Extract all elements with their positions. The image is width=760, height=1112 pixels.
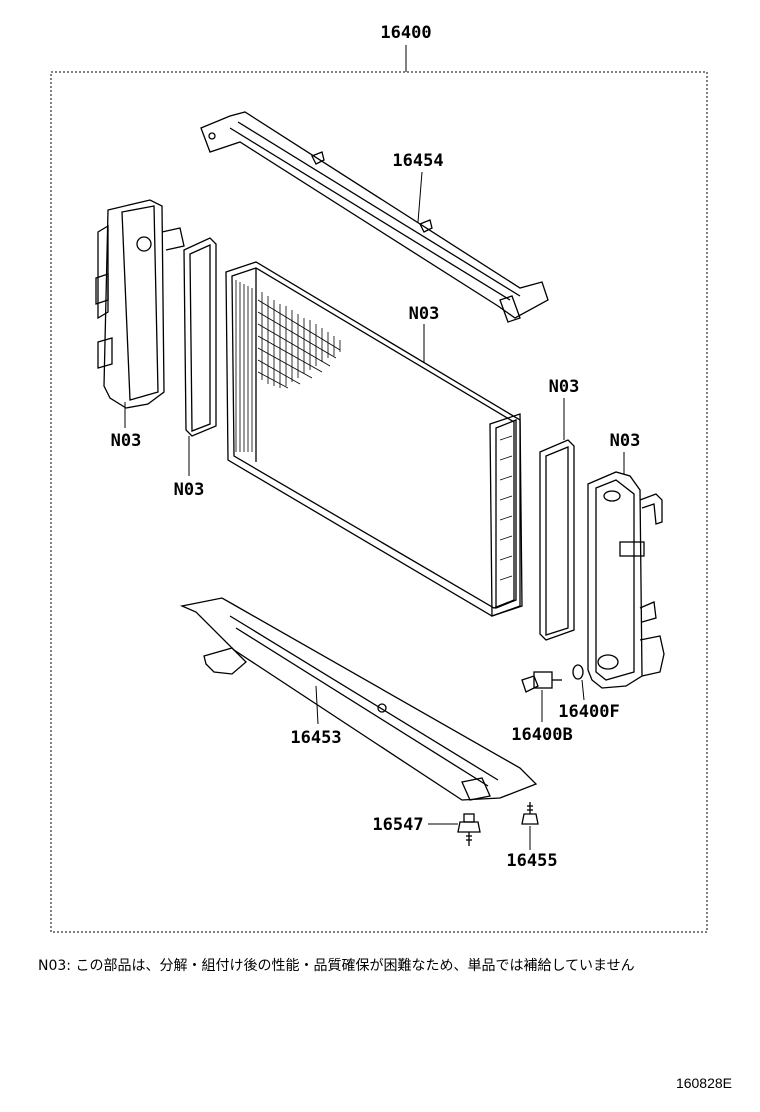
drain-cock-part: [521, 671, 562, 693]
drawing-code: 160828E: [675, 1075, 732, 1091]
label-16454: 16454: [392, 151, 443, 171]
lower-support-part: [179, 597, 538, 801]
left-gasket-part: [183, 237, 217, 437]
left-tank-part: [95, 199, 185, 409]
upper-support-part: [200, 111, 549, 323]
label-n03-core: N03: [409, 304, 440, 324]
label-n03-right-gasket: N03: [549, 377, 580, 397]
label-n03-right-tank: N03: [610, 431, 641, 451]
cushion-part: [457, 813, 481, 846]
label-16400: 16400: [380, 23, 431, 43]
right-tank-part: [587, 471, 665, 689]
right-gasket-part: [539, 439, 575, 641]
core-fins: [235, 280, 513, 581]
label-16400b: 16400B: [511, 725, 572, 745]
bolt-part: [521, 802, 539, 825]
label-n03-left-tank: N03: [111, 431, 142, 451]
label-16400f: 16400F: [558, 702, 619, 722]
label-n03-left-gasket: N03: [174, 480, 205, 500]
label-16455: 16455: [506, 851, 557, 871]
assembly-frame: [50, 71, 708, 933]
footnote: N03: この部品は、分解・組付け後の性能・品質確保が困難なため、単品では補給し…: [38, 958, 635, 974]
radiator-core-part: [225, 261, 523, 617]
label-16547: 16547: [372, 815, 423, 835]
label-16453: 16453: [290, 728, 341, 748]
drain-oring-part: [572, 664, 584, 680]
